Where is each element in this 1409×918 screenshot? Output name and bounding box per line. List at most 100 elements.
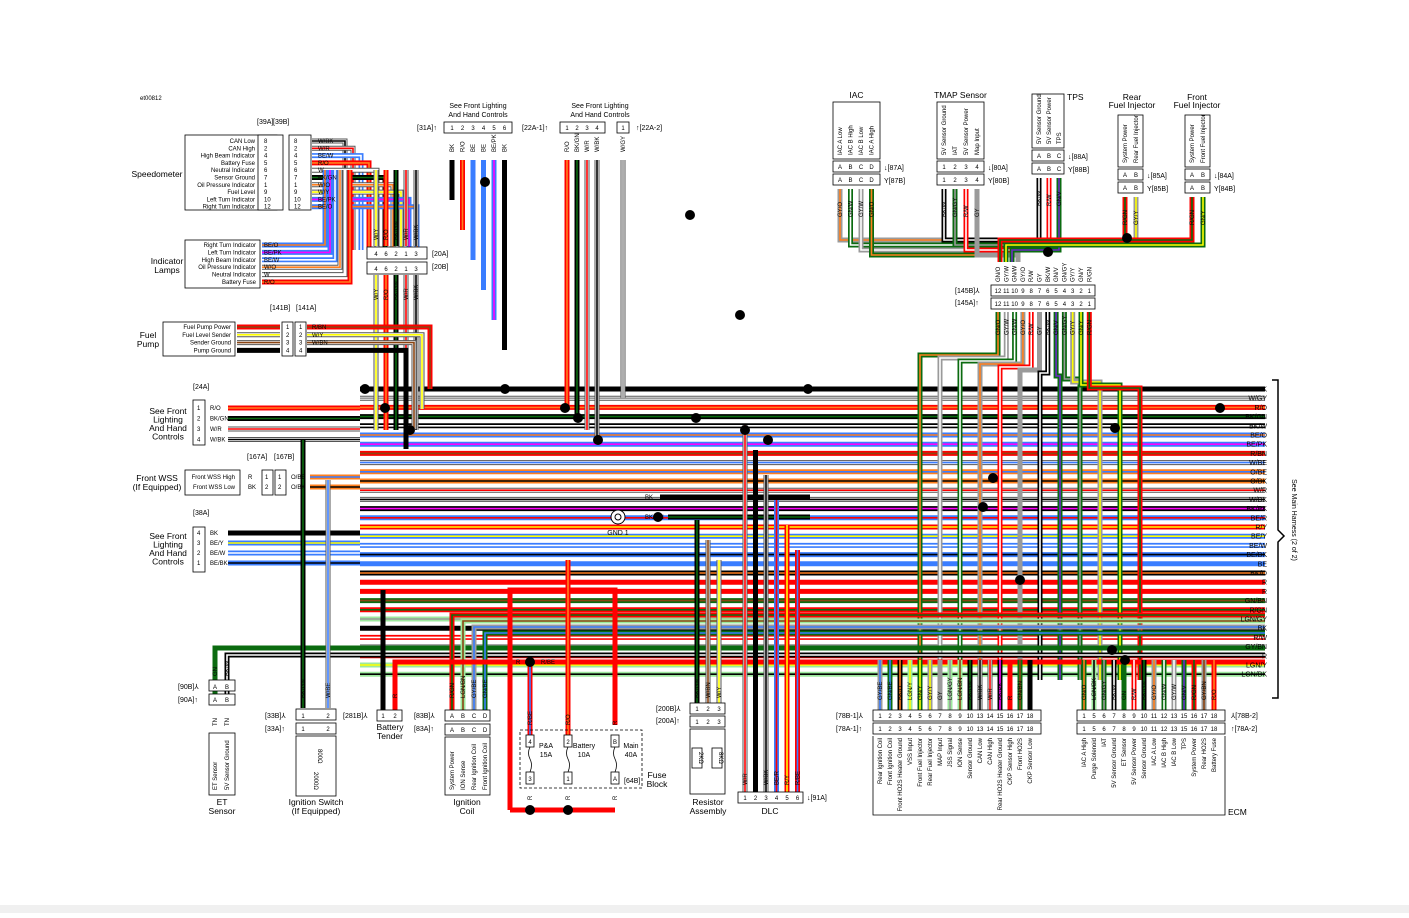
connector-33-pin: 2 [326, 714, 330, 720]
front-wss-title: Front WSS [136, 473, 178, 483]
connector-31a-pin: 6 [503, 126, 507, 132]
fuse-wire-bottom: R [566, 795, 572, 800]
fuse-pin-bottom: 1 [566, 777, 570, 783]
connector-141b-label: [141B] [270, 305, 290, 312]
connector-141-pin: 4 [286, 348, 290, 354]
speedometer-pin-number: 2 [294, 146, 298, 152]
dlc-pin: 2 [754, 796, 758, 802]
splice-dot [405, 425, 415, 435]
ecm-pin: 1 [1082, 714, 1086, 720]
connector-145-pin: 1 [1088, 302, 1092, 308]
connector-22a1 [559, 121, 606, 134]
connector-145-wire-code: GN/V [1054, 320, 1060, 335]
splice-dot [685, 210, 695, 220]
speedometer-pin-number: 5 [264, 161, 268, 167]
resistor-8k-icon [711, 747, 723, 769]
connector-20-wire-code: R/O [384, 229, 390, 240]
tps-pin: A [1037, 167, 1041, 173]
connector-83-pin: B [461, 728, 465, 734]
connector-200-pin: 1 [695, 720, 699, 726]
ecm-pin-label: Purge Solenoid [1092, 738, 1098, 779]
connector-145-wire-code: GN/GY [1062, 263, 1068, 282]
connector-20a-label: [20A] [432, 251, 448, 258]
front-injector-title: Front [1187, 92, 1207, 102]
indicator-wire-code: BE/PK [264, 250, 282, 256]
ecm-wire-code: BK/W [1112, 684, 1118, 700]
ecm-pin-label: IAC B High [1162, 738, 1168, 768]
tmap-box [936, 101, 985, 160]
connector-145-wire-code: BK/W [1046, 319, 1052, 335]
connector-145-wire-code: GN/Y [1079, 320, 1085, 335]
indicator-wire [262, 170, 348, 278]
connector-38a-wire-code: BK [210, 531, 218, 537]
connector-24a-wire-code: W/BK [210, 438, 225, 444]
connector-24a-pin: 3 [197, 427, 201, 433]
splice-dot [740, 425, 750, 435]
connector-145-pin: 2 [1079, 289, 1083, 295]
wire-tracer [312, 154, 362, 250]
front-lighting-title: Controls [152, 557, 184, 567]
front-injector-pin: B [1201, 173, 1205, 179]
ecm-pin: 18 [1027, 727, 1034, 733]
ecm-pin: 14 [987, 714, 994, 720]
ignition-coil-wire-code: GN/BE [483, 679, 489, 698]
ecm-pin: 6 [928, 714, 932, 720]
connector-145-pin: 2 [1079, 302, 1083, 308]
connector-90-pin: A [213, 698, 217, 704]
connector-145-pin: 12 [995, 289, 1002, 295]
iac-title: IAC [849, 90, 863, 100]
ignition-coil-wire-code: R/GN [450, 683, 456, 698]
connector-145-wire-code: R/GN [1087, 267, 1093, 282]
tps-pin-label: TPS [1057, 132, 1063, 144]
ignition-switch-note: (If Equipped) [292, 806, 341, 816]
speedometer-pin-number: 6 [264, 168, 268, 174]
splice-dot [593, 435, 603, 445]
connector-22a1-pin: 4 [595, 126, 599, 132]
connector-145-wire-code: R/W [1029, 270, 1035, 282]
splice-dot [988, 473, 998, 483]
connector-141-pin: 1 [299, 325, 303, 331]
ecm-pin: 13 [977, 727, 984, 733]
tps-pin: B [1047, 167, 1051, 173]
connector-20-wire-code: W/BK [414, 285, 420, 300]
tmap-pin: 3 [964, 165, 968, 171]
connector-20-pin: 3 [414, 267, 418, 273]
connector-145-pin: 4 [1063, 289, 1067, 295]
resistor-2k-icon [691, 747, 703, 769]
ecm-pin: 15 [1181, 714, 1188, 720]
fuel-pump-pin-label: Pump Ground [194, 348, 231, 354]
ecm-wire-code: GN/W [1162, 683, 1168, 700]
fuel-pump-wire-out [307, 347, 409, 449]
connector-31a-pin: 1 [450, 126, 454, 132]
wire-fill [262, 170, 347, 277]
ecm-pin: 16 [1191, 714, 1198, 720]
wire-tracer [1055, 312, 1061, 680]
iac-connector-a [832, 160, 881, 173]
connector-33b-label: [33B]⅄ [265, 712, 286, 720]
splice-dot [1215, 403, 1225, 413]
rear-injector-connector-b-label: Y[85B] [1147, 186, 1168, 193]
ecm-pin-label: VSS Input [908, 738, 914, 765]
ecm-pin-label: CAN High [988, 738, 994, 765]
connector-90-pin: B [225, 685, 229, 691]
fuse-block-bus-wire [507, 587, 618, 810]
connector-83b-label: [83B]⅄ [414, 712, 435, 720]
ignition-coil-title: Ignition [453, 797, 481, 807]
rear-injector-title: Rear [1123, 92, 1142, 102]
indicator-pin-label: High Beam Indicator [202, 258, 256, 264]
harness-wire-label: R/GN [1250, 607, 1268, 614]
splice-dot [1122, 233, 1132, 243]
ecm-title: ECM [1228, 807, 1247, 817]
iac-pin: D [869, 165, 874, 171]
connector-20-pin: 6 [384, 252, 388, 258]
connector-20-wire-code: W/BK [414, 225, 420, 240]
splice-dot [560, 403, 570, 413]
bottom-scroll-area [0, 905, 1409, 913]
connector-20-wire-code: R/O [384, 289, 390, 300]
speedometer-wire-code: W [318, 168, 324, 174]
front-lighting-31-title: See Front Lighting [449, 103, 506, 110]
connector-38a-pin: 2 [197, 551, 201, 557]
connector-145-pin: 9 [1021, 289, 1025, 295]
tmap-pin-label: 5V Sensor Ground [942, 105, 948, 155]
fuse-pin-top: B [613, 740, 617, 746]
